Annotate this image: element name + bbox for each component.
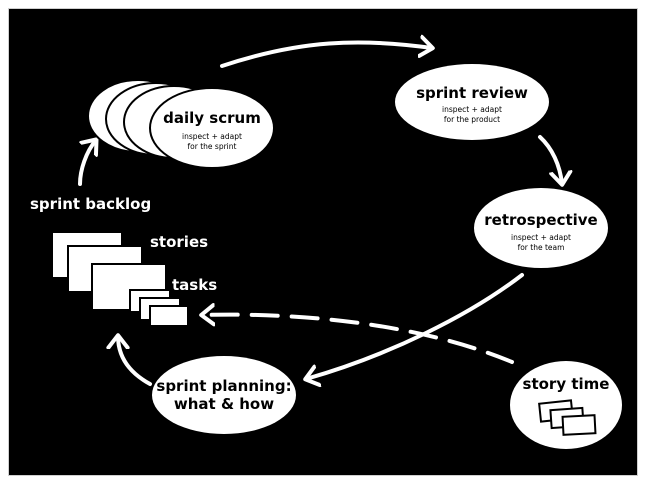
arrow-scrum-to-review bbox=[220, 42, 432, 68]
stories-label: stories bbox=[150, 233, 208, 251]
story-time-title: story time bbox=[523, 375, 610, 393]
sprint-review-node: sprint review inspect + adapt for the pr… bbox=[395, 64, 549, 140]
retrospective-line1: inspect + adapt bbox=[511, 233, 571, 242]
sprint-planning-line2: what & how bbox=[174, 395, 274, 413]
retrospective-line2: for the team bbox=[518, 243, 565, 252]
sprint-review-line1: inspect + adapt bbox=[442, 105, 502, 114]
story-cards-icon bbox=[538, 399, 597, 436]
arrow-retrospective-to-planning bbox=[306, 273, 524, 379]
tasks-label: tasks bbox=[172, 276, 217, 294]
sprint-review-title: sprint review bbox=[416, 84, 528, 102]
sprint-planning-line1: sprint planning: bbox=[156, 377, 291, 395]
daily-scrum-title: daily scrum bbox=[163, 109, 261, 127]
daily-scrum-line1: inspect + adapt bbox=[182, 132, 242, 141]
arrow-planning-to-backlog bbox=[118, 336, 152, 386]
task-cards bbox=[129, 289, 189, 327]
arrow-backlog-to-scrum bbox=[78, 140, 96, 186]
sprint-backlog-title: sprint backlog bbox=[30, 195, 151, 213]
sprint-review-line2: for the product bbox=[444, 115, 500, 124]
daily-scrum-node: daily scrum inspect + adapt for the spri… bbox=[87, 79, 275, 169]
sprint-planning-node: sprint planning: what & how bbox=[152, 356, 296, 434]
story-time-node: story time bbox=[510, 361, 622, 449]
retrospective-node: retrospective inspect + adapt for the te… bbox=[474, 188, 608, 268]
retrospective-title: retrospective bbox=[484, 211, 597, 229]
daily-scrum-line2: for the sprint bbox=[188, 142, 237, 151]
sprint-backlog: sprint backlog stories tasks bbox=[30, 195, 217, 327]
arrow-review-to-retrospective bbox=[538, 135, 562, 184]
arrow-storytime-to-tasks bbox=[202, 315, 514, 364]
